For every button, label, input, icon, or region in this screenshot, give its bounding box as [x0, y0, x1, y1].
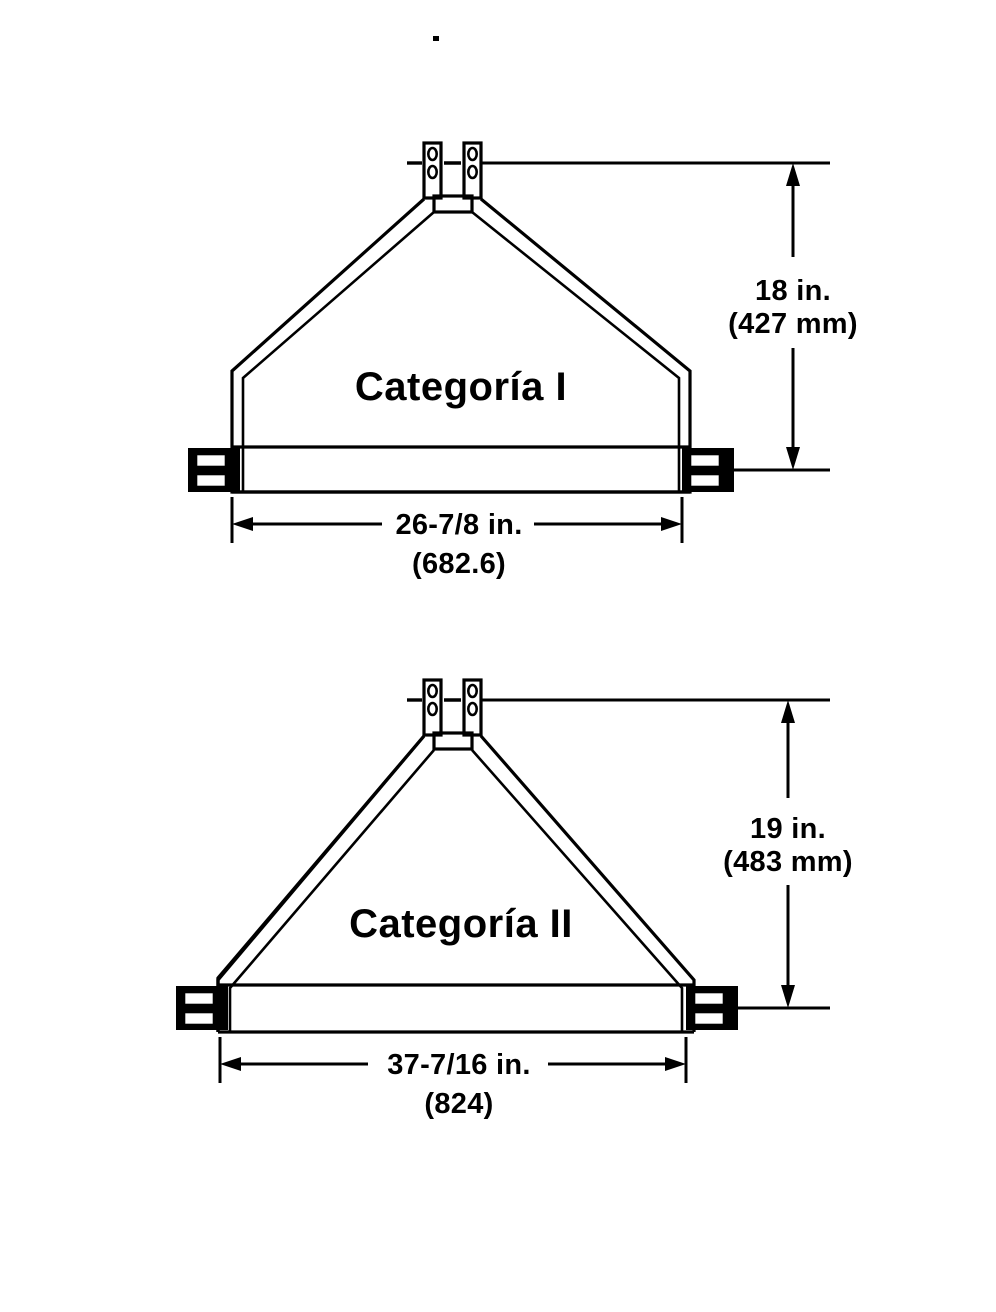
width-dimension-line: [232, 517, 682, 531]
arrow-down-icon: [781, 985, 795, 1008]
lower-cross-beam: [218, 983, 694, 1034]
height-dimension-imperial: 19 in.: [750, 813, 826, 845]
height-dimension-metric: (427 mm): [728, 308, 858, 340]
width-extension-lines: [218, 1037, 688, 1083]
lower-link-pin-right-icon: [682, 448, 760, 492]
width-dimension-imperial: 26-7/8 in.: [395, 509, 522, 541]
width-dimension-metric: (682.6): [412, 548, 506, 580]
width-extension-lines: [230, 497, 684, 543]
height-dimension-metric: (483 mm): [723, 846, 853, 878]
lower-link-pin-left-icon: [188, 448, 240, 492]
lower-link-pin-right-icon: [686, 986, 762, 1030]
frame-inner-left: [228, 749, 435, 1032]
a-frame-body: [230, 197, 692, 494]
figure-title: Categoría I: [355, 365, 567, 409]
height-dimension-line: [781, 700, 795, 1008]
height-dimension-line: [786, 163, 800, 470]
figure-categoria-2: 19 in. (483 mm) Categoría II 37-7/: [0, 640, 996, 1280]
arrow-right-icon: [661, 517, 682, 531]
height-dimension-imperial: 18 in.: [755, 275, 831, 307]
arrow-left-icon: [232, 517, 253, 531]
width-dimension-line: [220, 1057, 686, 1071]
a-frame-body-outline: 19 in. (483 mm) Categoría II 37-7/: [0, 640, 996, 1280]
mask-rect: [0, 640, 996, 1280]
arrow-down-icon: [786, 447, 800, 470]
arrow-left-icon: [220, 1057, 241, 1071]
frame-inner-right: [471, 749, 684, 1032]
scan-speck: [433, 36, 439, 41]
arrow-up-icon: [781, 700, 795, 723]
arrow-up-icon: [786, 163, 800, 186]
figure-title: Categoría II: [349, 902, 573, 946]
width-dimension-imperial: 37-7/16 in.: [387, 1049, 531, 1081]
figure-categoria-1: 18 in. (427 mm) Categoría I 26-7/8 in. (…: [0, 0, 996, 640]
top-link-mast-icon: [422, 141, 483, 214]
top-link-mast-redraw: [422, 678, 483, 751]
arrow-right-icon: [665, 1057, 686, 1071]
lower-link-pin-left-icon: [176, 986, 228, 1030]
width-dimension-metric: (824): [424, 1088, 493, 1120]
